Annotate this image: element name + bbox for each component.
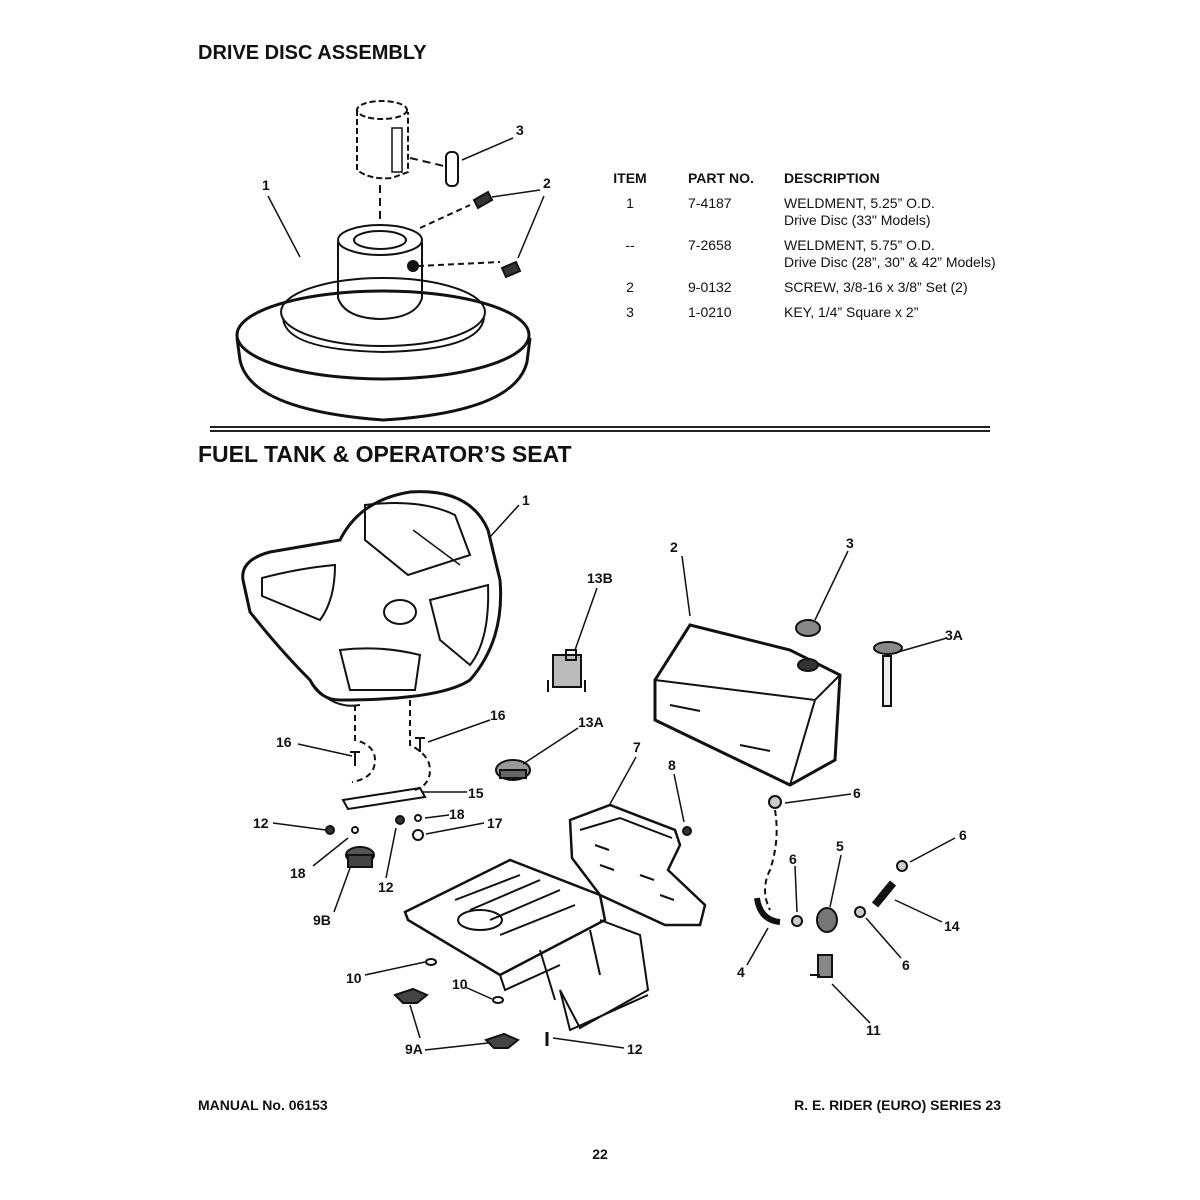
- part-no-cell: 7-4187: [688, 195, 732, 211]
- callout-washer-18: 18: [290, 865, 306, 881]
- section-divider: [210, 430, 990, 432]
- item-cell: --: [625, 237, 635, 253]
- callout-filter-5: 5: [836, 838, 844, 854]
- series-name: R. E. RIDER (EURO) SERIES 23: [794, 1097, 1001, 1113]
- parts-table: ITEM PART NO. DESCRIPTION 1 7-4187 WELDM…: [600, 170, 996, 329]
- callout-fuel-line-4: 4: [737, 964, 745, 980]
- description-cell: WELDMENT, 5.75” O.D. Drive Disc (28”, 30…: [784, 237, 996, 270]
- manual-number: MANUAL No. 06153: [198, 1097, 328, 1113]
- table-row: -- 7-2658 WELDMENT, 5.75” O.D. Drive Dis…: [600, 237, 996, 279]
- callout-nut-17: 17: [487, 815, 503, 831]
- callout-2: 2: [543, 175, 551, 191]
- page-number: 22: [592, 1146, 608, 1162]
- callout-bolt-16: 16: [490, 707, 506, 723]
- column-header-part-no: PART NO.: [688, 170, 754, 186]
- fuel-tank: [653, 623, 842, 787]
- callout-cap-13a: 13A: [578, 714, 604, 730]
- callout-bracket-15: 15: [468, 785, 484, 801]
- part-no-cell: 1-0210: [688, 304, 732, 320]
- callout-bolt-16: 16: [276, 734, 292, 750]
- section-title-fuel-tank-seat: FUEL TANK & OPERATOR’S SEAT: [198, 441, 572, 467]
- callout-knob-9a: 9A: [405, 1041, 423, 1057]
- description-cell: SCREW, 3/8-16 x 3/8” Set (2): [784, 279, 968, 295]
- column-header-description: DESCRIPTION: [784, 170, 880, 186]
- callout-pan-7: 7: [633, 739, 641, 755]
- callout-valve-11: 11: [866, 1022, 881, 1038]
- callout-tank-2: 2: [670, 539, 678, 555]
- item-cell: 1: [626, 195, 634, 211]
- callout-washer-10: 10: [346, 970, 362, 986]
- callout-seat-1: 1: [522, 492, 530, 508]
- callout-clamp-6: 6: [853, 785, 861, 801]
- callout-bolt-12: 12: [627, 1041, 643, 1057]
- callout-switch-13b: 13B: [587, 570, 613, 586]
- seat-pan: [568, 803, 707, 927]
- callout-hose-14: 14: [944, 918, 960, 934]
- callout-1: 1: [262, 177, 270, 193]
- callout-washer-10: 10: [452, 976, 468, 992]
- callout-3: 3: [516, 122, 524, 138]
- callout-knob-9b: 9B: [313, 912, 331, 928]
- section-divider: [210, 426, 990, 428]
- table-row: 2 9-0132 SCREW, 3/8-16 x 3/8” Set (2): [600, 279, 996, 304]
- item-cell: 3: [626, 304, 634, 320]
- part-no-cell: 7-2658: [688, 237, 732, 253]
- table-header-row: ITEM PART NO. DESCRIPTION: [600, 170, 996, 195]
- callout-clamp-6: 6: [902, 957, 910, 973]
- table-row: 1 7-4187 WELDMENT, 5.25” O.D. Drive Disc…: [600, 195, 996, 237]
- callout-clamp-6: 6: [789, 851, 797, 867]
- callout-gauge-3a: 3A: [945, 627, 963, 643]
- callout-washer-18: 18: [449, 806, 465, 822]
- section-title-drive-disc: DRIVE DISC ASSEMBLY: [198, 42, 427, 64]
- item-cell: 2: [626, 279, 634, 295]
- description-cell: KEY, 1/4” Square x 2”: [784, 304, 919, 320]
- callout-nut-12: 12: [253, 815, 269, 831]
- description-cell: WELDMENT, 5.25” O.D. Drive Disc (33" Mod…: [784, 195, 935, 228]
- callout-cap-3: 3: [846, 535, 854, 551]
- frame: [403, 858, 650, 1032]
- table-row: 3 1-0210 KEY, 1/4” Square x 2”: [600, 304, 996, 329]
- callout-nut-12: 12: [378, 879, 394, 895]
- column-header-item: ITEM: [613, 170, 647, 186]
- callout-clamp-6: 6: [959, 827, 967, 843]
- callout-bolt-8: 8: [668, 757, 676, 773]
- seat: [241, 490, 503, 707]
- part-no-cell: 9-0132: [688, 279, 732, 295]
